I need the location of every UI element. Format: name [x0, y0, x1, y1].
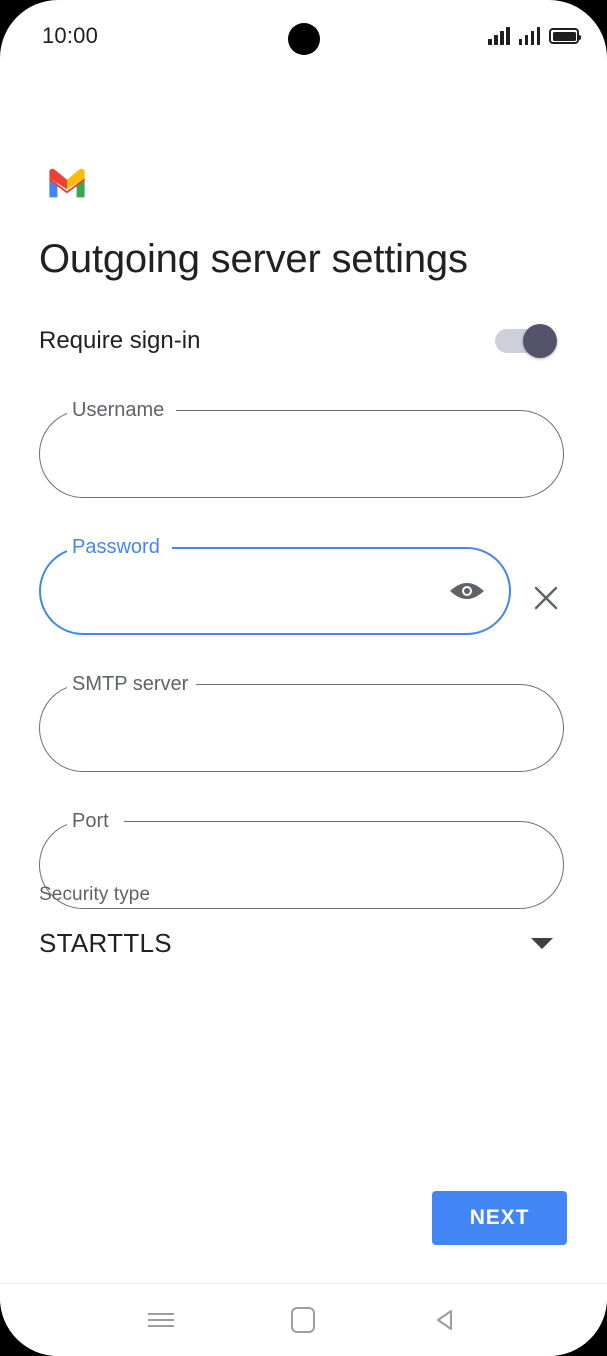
username-field-label: Username: [67, 397, 170, 423]
require-signin-toggle[interactable]: [495, 324, 557, 358]
security-type-dropdown[interactable]: STARTTLS: [39, 928, 557, 959]
port-field[interactable]: Port: [39, 808, 564, 909]
status-time: 10:00: [42, 23, 99, 48]
require-signin-label: Require sign-in: [39, 327, 201, 354]
port-field-label: Port: [67, 808, 114, 834]
require-signin-row[interactable]: Require sign-in: [39, 320, 557, 362]
battery-full-icon: [549, 28, 581, 44]
status-bar: 10:00: [0, 0, 607, 72]
clear-x-icon[interactable]: [529, 581, 563, 615]
username-field[interactable]: Username: [39, 397, 564, 498]
signal-bars-icon-1: [488, 27, 510, 45]
home-square-icon[interactable]: [275, 1292, 331, 1348]
main-content: Outgoing server settings Require sign-in…: [0, 72, 607, 1283]
password-field[interactable]: Password: [39, 534, 511, 635]
smtp-server-field-label: SMTP server: [67, 671, 194, 697]
port-input[interactable]: [69, 821, 469, 909]
android-nav-bar: [0, 1284, 607, 1356]
nav-divider: [0, 1283, 607, 1284]
security-type-label: Security type: [39, 884, 151, 905]
recents-menu-icon[interactable]: [133, 1292, 189, 1348]
security-type-value: STARTTLS: [39, 928, 172, 958]
visibility-eye-icon[interactable]: [449, 577, 485, 605]
gmail-logo: [46, 167, 88, 199]
front-camera-punch-hole: [287, 23, 320, 55]
status-indicators: [488, 27, 581, 45]
smtp-server-input[interactable]: [69, 684, 469, 772]
next-button[interactable]: NEXT: [432, 1191, 567, 1245]
back-triangle-icon[interactable]: [418, 1292, 474, 1348]
password-field-label: Password: [67, 534, 165, 560]
security-type-block: Security type STARTTLS: [39, 884, 557, 959]
dropdown-triangle-icon[interactable]: [531, 938, 553, 949]
smtp-server-field[interactable]: SMTP server: [39, 671, 564, 772]
username-input[interactable]: [69, 410, 469, 498]
signal-bars-icon-2: [518, 27, 540, 45]
page-title: Outgoing server settings: [39, 237, 468, 281]
toggle-thumb: [523, 324, 557, 358]
password-input[interactable]: [69, 547, 419, 635]
